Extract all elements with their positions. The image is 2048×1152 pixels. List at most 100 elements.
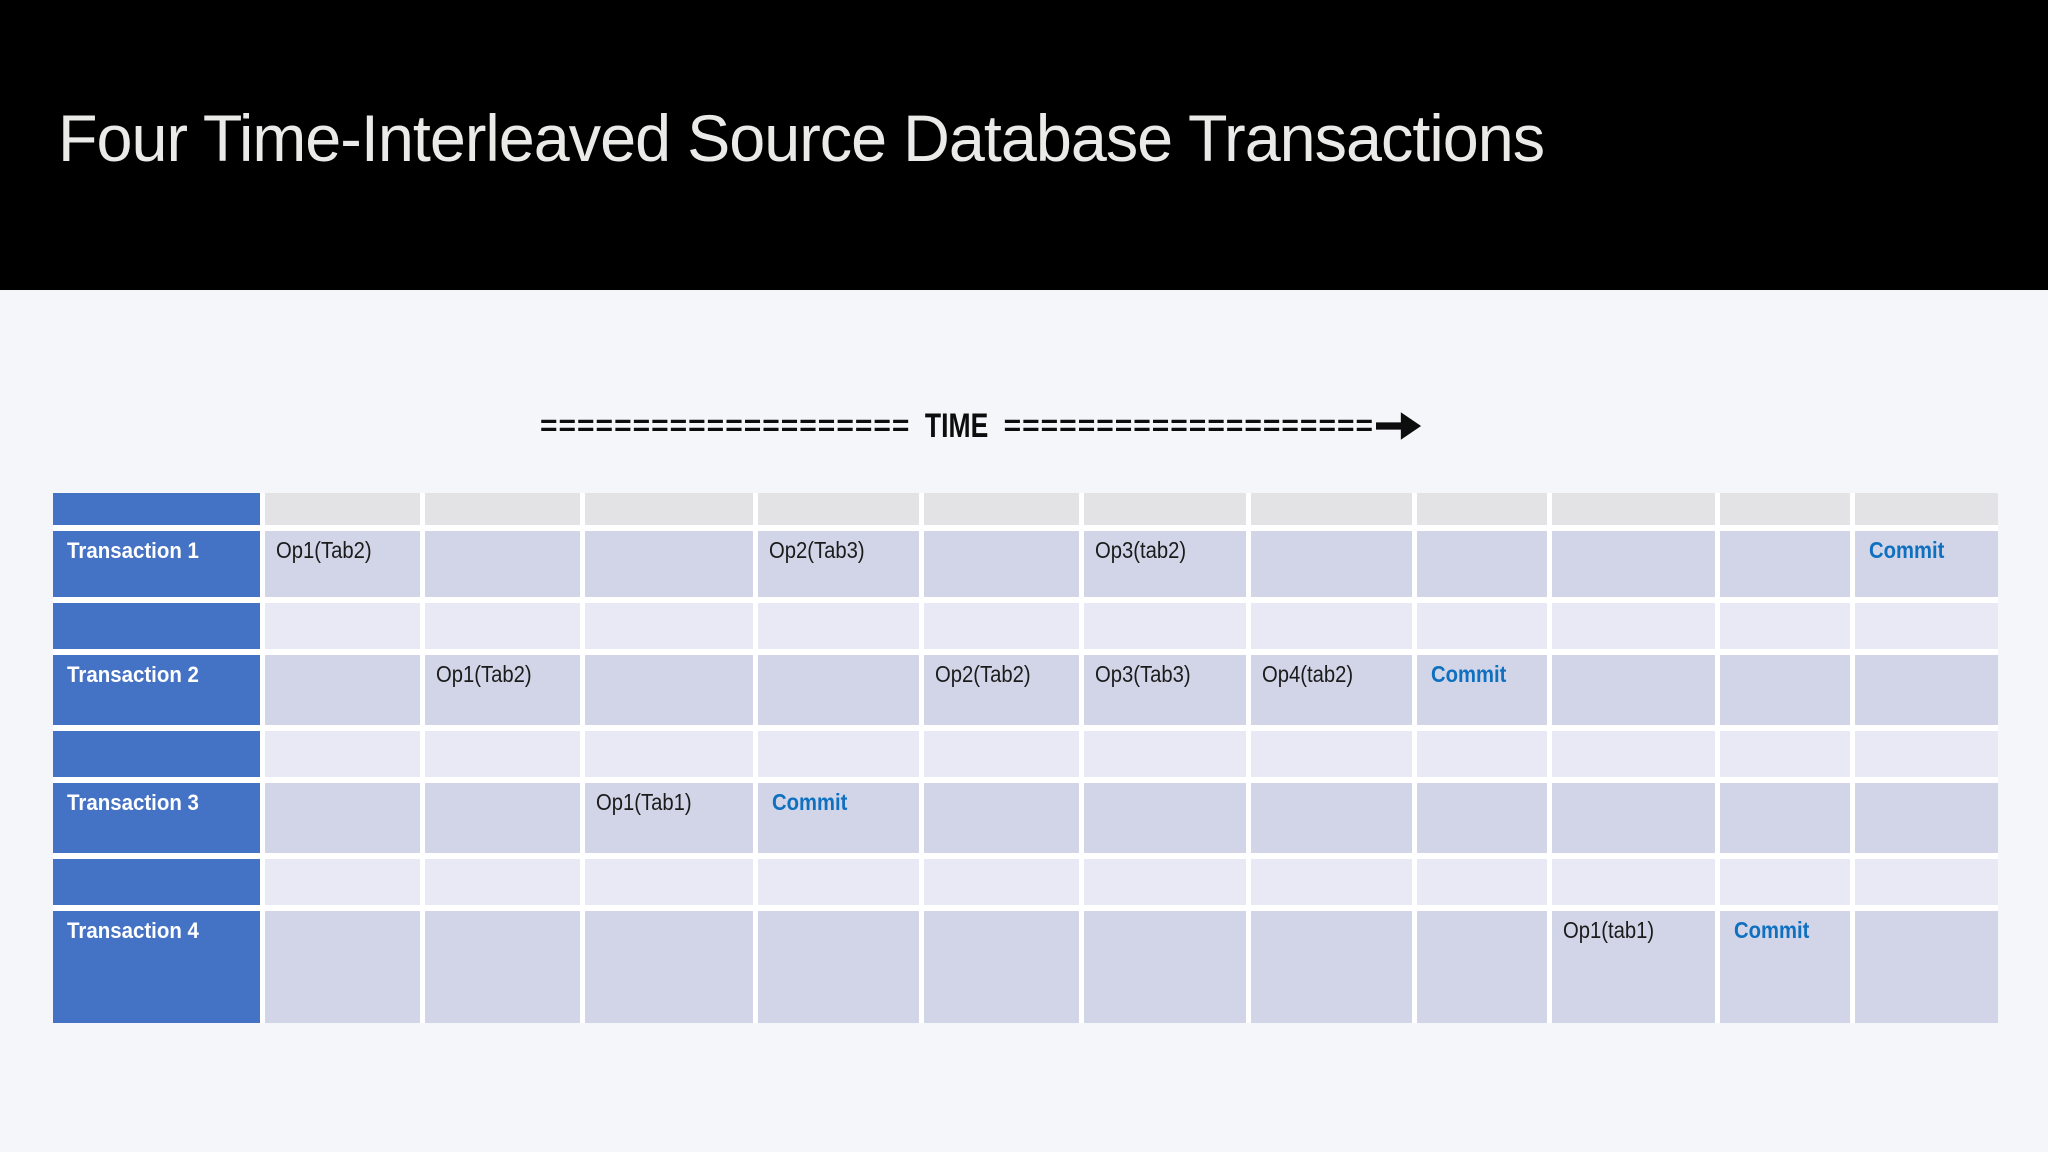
spacer-cell — [585, 859, 753, 905]
spacer-cell — [1552, 603, 1715, 649]
timeline-cell — [1720, 783, 1850, 853]
spacer-cell — [1855, 731, 1998, 777]
spacer-cell — [585, 731, 753, 777]
timeline-cell — [924, 531, 1079, 597]
commit-text: Commit — [1869, 537, 1945, 563]
right-arrow-icon — [1374, 406, 1422, 446]
timeline-cell: Op1(Tab2) — [265, 531, 420, 597]
transaction-label: Transaction 2 — [67, 662, 199, 687]
timeline-cell — [924, 783, 1079, 853]
timeline-cell — [758, 655, 919, 725]
operation-text: Op2(Tab2) — [935, 661, 1031, 687]
timeline-cell: Op1(Tab2) — [425, 655, 580, 725]
spacer-cell — [1855, 603, 1998, 649]
spacer-cell — [924, 859, 1079, 905]
spacer-cell — [1552, 859, 1715, 905]
time-axis: ==================== TIME ==============… — [540, 400, 1422, 452]
header-cell — [1251, 493, 1412, 525]
timeline-cell: Commit — [758, 783, 919, 853]
timeline-cell — [585, 911, 753, 1023]
spacer-cell — [265, 859, 420, 905]
timeline-cell — [924, 911, 1079, 1023]
title-band: Four Time-Interleaved Source Database Tr… — [0, 0, 2048, 290]
timeline-cell — [1552, 783, 1715, 853]
timeline-cell: Op2(Tab2) — [924, 655, 1079, 725]
spacer-cell — [1855, 859, 1998, 905]
spacer-cell — [1720, 603, 1850, 649]
header-cell — [1855, 493, 1998, 525]
spacer-cell — [585, 603, 753, 649]
spacer-cell — [425, 731, 580, 777]
spacer-cell — [1417, 603, 1547, 649]
timeline-cell — [1552, 655, 1715, 725]
timeline-cell — [1251, 911, 1412, 1023]
timeline-cell — [1720, 531, 1850, 597]
timeline-cell: Op3(tab2) — [1084, 531, 1246, 597]
timeline-cell — [425, 531, 580, 597]
spacer-cell — [425, 859, 580, 905]
timeline-cell — [1251, 783, 1412, 853]
spacer-cell — [265, 731, 420, 777]
timeline-cell: Op4(tab2) — [1251, 655, 1412, 725]
timeline-cell — [1417, 531, 1547, 597]
header-cell — [1084, 493, 1246, 525]
spacer-cell — [1720, 731, 1850, 777]
timeline-cell — [265, 783, 420, 853]
timeline-cell — [758, 911, 919, 1023]
page-title: Four Time-Interleaved Source Database Tr… — [58, 101, 1545, 175]
timeline-cell: Op3(Tab3) — [1084, 655, 1246, 725]
spacer-cell — [1251, 859, 1412, 905]
operation-text: Op2(Tab3) — [769, 537, 865, 563]
spacer-cell — [425, 603, 580, 649]
header-cell — [585, 493, 753, 525]
spacer-cell — [758, 859, 919, 905]
header-cell — [1552, 493, 1715, 525]
header-cell — [425, 493, 580, 525]
header-cell — [924, 493, 1079, 525]
transaction-label: Transaction 4 — [67, 918, 199, 943]
spacer-cell — [1417, 731, 1547, 777]
time-axis-right-dashes: ==================== — [1003, 409, 1374, 442]
operation-text: Op1(Tab2) — [276, 537, 372, 563]
transaction-label-cell: Transaction 1 — [53, 531, 260, 597]
commit-text: Commit — [1431, 661, 1507, 687]
label-column-cell — [53, 859, 260, 905]
spacer-cell — [924, 603, 1079, 649]
spacer-cell — [265, 603, 420, 649]
spacer-cell — [758, 603, 919, 649]
spacer-cell — [1084, 859, 1246, 905]
timeline-cell — [1855, 911, 1998, 1023]
spacer-cell — [1720, 859, 1850, 905]
spacer-cell — [1251, 731, 1412, 777]
spacer-cell — [1417, 859, 1547, 905]
timeline-cell — [1552, 531, 1715, 597]
timeline-cell — [265, 911, 420, 1023]
header-cell — [1417, 493, 1547, 525]
timeline-cell: Commit — [1417, 655, 1547, 725]
header-cell — [265, 493, 420, 525]
spacer-cell — [758, 731, 919, 777]
operation-text: Op3(Tab3) — [1095, 661, 1191, 687]
header-cell — [1720, 493, 1850, 525]
transactions-table: Transaction 1 Op1(Tab2) Op2(Tab3) Op3(tab2)… — [53, 493, 1998, 1023]
timeline-cell — [1417, 911, 1547, 1023]
timeline-cell: Commit — [1720, 911, 1850, 1023]
timeline-cell — [1855, 655, 1998, 725]
transaction-label-cell: Transaction 3 — [53, 783, 260, 853]
spacer-cell — [1552, 731, 1715, 777]
timeline-cell: Op1(Tab1) — [585, 783, 753, 853]
transaction-label: Transaction 1 — [67, 538, 199, 563]
timeline-cell — [1417, 783, 1547, 853]
timeline-cell — [1251, 531, 1412, 597]
timeline-cell — [1720, 655, 1850, 725]
transaction-label: Transaction 3 — [67, 790, 199, 815]
commit-text: Commit — [772, 789, 848, 815]
timeline-cell — [1084, 911, 1246, 1023]
operation-text: Op1(tab1) — [1563, 917, 1655, 943]
transaction-label-cell: Transaction 4 — [53, 911, 260, 1023]
timeline-cell — [425, 783, 580, 853]
spacer-cell — [1251, 603, 1412, 649]
label-column-cell — [53, 493, 260, 525]
spacer-cell — [1084, 603, 1246, 649]
timeline-cell — [585, 655, 753, 725]
